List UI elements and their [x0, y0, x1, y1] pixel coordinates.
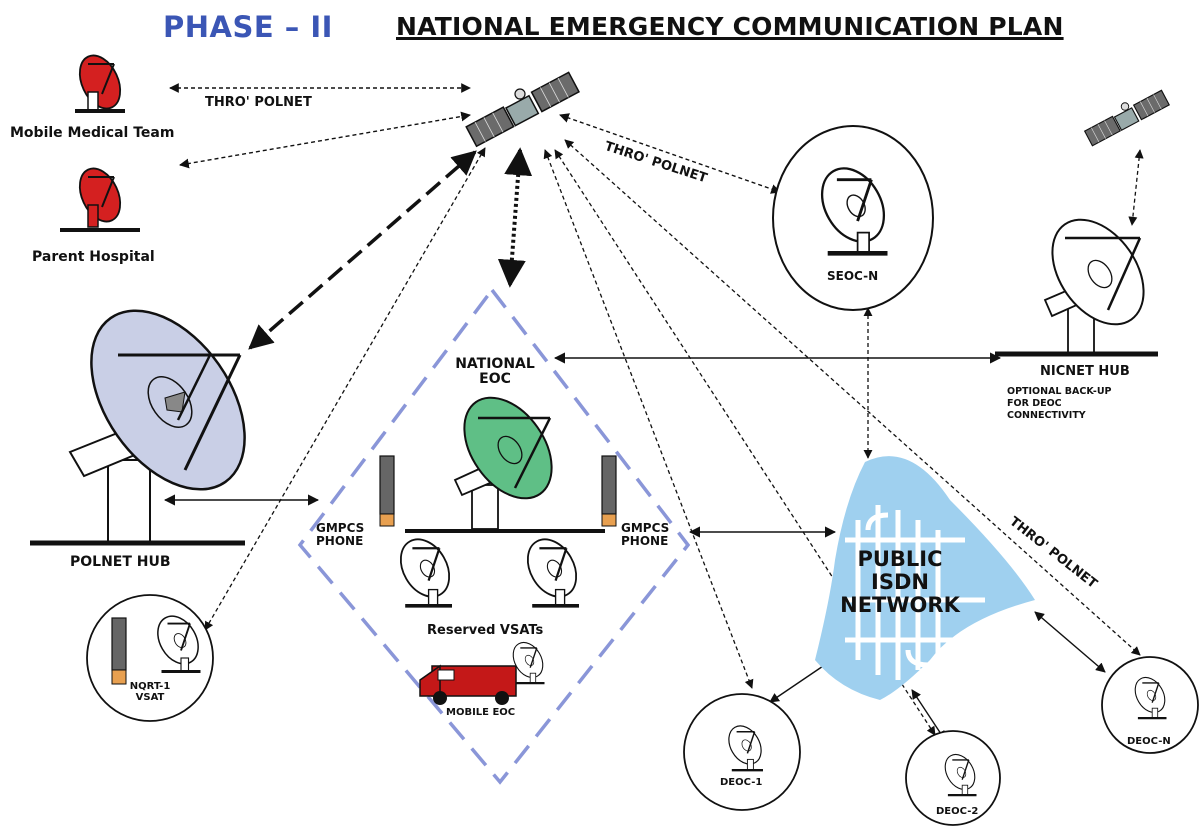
mobile-eoc-label: MOBILE EOC [446, 707, 516, 718]
satellite-secondary-icon [1084, 89, 1170, 147]
link-isdn-deoc2 [911, 689, 946, 741]
nicnet-note-line3: CONNECTIVITY [1007, 409, 1086, 421]
parent-hospital-dish-icon [60, 167, 140, 232]
polnet-hub-dish-icon [30, 309, 246, 546]
nqrt-label-line1: NQRT-1 [129, 681, 171, 692]
deoc-2-label: DEOC-2 [936, 806, 979, 817]
nicnet-note-line2: FOR DEOC [1007, 397, 1062, 409]
links [163, 83, 1144, 741]
nicnet-hub-dish-icon [995, 218, 1158, 357]
isdn-line3: NETWORK [840, 593, 960, 618]
page-title: NATIONAL EMERGENCY COMMUNICATION PLAN [396, 12, 1064, 41]
nqrt-vsat-group [86, 594, 214, 722]
reserved-vsat-right-icon [516, 528, 588, 608]
satellite-main-icon [465, 71, 580, 148]
national-eoc-label-line1: NATIONAL [455, 356, 535, 372]
national-eoc-label-line2: EOC [479, 370, 511, 387]
link-sat2-nicnet [1128, 149, 1144, 226]
gmpcs-phone-left-label: GMPCS PHONE [316, 522, 364, 547]
nqrt-label-line2: VSAT [135, 691, 165, 703]
gmpcs-phone-right-label: GMPCS PHONE [621, 522, 669, 547]
mobile-medical-dish-icon [75, 54, 125, 113]
deoc-n-label: DEOC-N [1127, 736, 1171, 747]
nicnet-hub-label: NICNET HUB [1040, 364, 1130, 379]
gmpcs-right-line1: GMPCS [621, 521, 670, 535]
gmpcs-right-line2: PHONE [621, 533, 669, 548]
polnet-hub-label: POLNET HUB [70, 554, 171, 570]
link-polnet-satellite [248, 150, 477, 350]
nicnet-note-label: OPTIONAL BACK-UP FOR DEOC CONNECTIVITY [1007, 386, 1112, 422]
deoc-1-group [683, 693, 801, 811]
thro-polnet-top-label: THRO' POLNET [205, 95, 312, 110]
seoc-group [772, 125, 934, 311]
gmpcs-left-line2: PHONE [316, 533, 364, 548]
isdn-line2: ISDN [871, 570, 929, 595]
parent-hospital-label: Parent Hospital [32, 249, 155, 265]
national-eoc-zone [297, 287, 691, 785]
nqrt-phone-icon [111, 617, 127, 671]
gmpcs-phone-left-icon [379, 455, 395, 527]
phase-title: PHASE – II [163, 10, 333, 44]
deoc-n-group [1101, 656, 1199, 754]
mobile-medical-team-label: Mobile Medical Team [10, 125, 175, 141]
national-eoc-label: NATIONAL EOC [440, 357, 550, 386]
link-satellite-seoc [559, 113, 781, 194]
deoc-1-label: DEOC-1 [720, 777, 763, 788]
seoc-label: SEOC-N [827, 269, 879, 283]
isdn-line1: PUBLIC [857, 547, 943, 571]
mobile-eoc-van-icon [419, 636, 550, 705]
deoc-2-group [905, 730, 1001, 826]
gmpcs-left-line1: GMPCS [316, 521, 365, 535]
reserved-vsat-left-icon [389, 528, 461, 608]
link-hospital-satellite [179, 111, 471, 169]
link-satellite-nqrt [204, 147, 486, 631]
national-eoc-dish-icon [405, 396, 605, 533]
nqrt-label: NQRT-1 VSAT [120, 681, 180, 703]
reserved-vsats-label: Reserved VSATs [427, 623, 544, 638]
gmpcs-phone-right-icon [601, 455, 617, 527]
isdn-network-cloud [815, 456, 1035, 700]
link-satellite-deocn [564, 139, 1141, 656]
nicnet-note-line1: OPTIONAL BACK-UP [1007, 386, 1112, 397]
link-satellite-eoc [497, 147, 533, 288]
isdn-network-label: PUBLIC ISDN NETWORK [830, 547, 970, 618]
link-isdn-deocn [1034, 611, 1106, 673]
